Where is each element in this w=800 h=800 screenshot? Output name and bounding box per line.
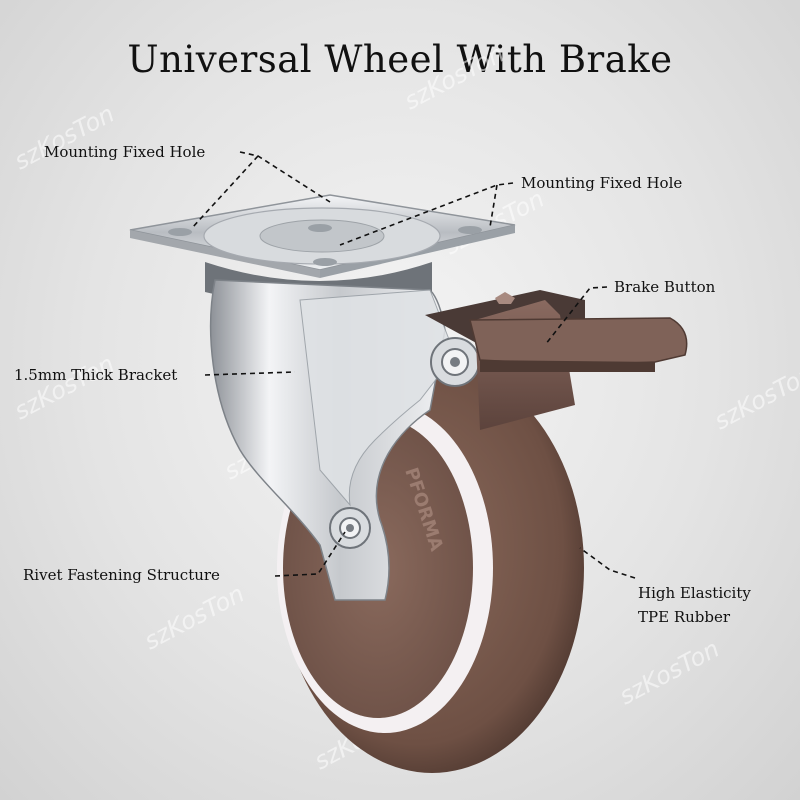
label-mounting-hole-left: Mounting Fixed Hole <box>44 143 206 161</box>
mounting-plate <box>129 194 516 278</box>
leader-line <box>204 371 296 376</box>
label-rubber-line1: High Elasticity <box>638 584 751 602</box>
watermark-text: szKosTon <box>140 580 249 656</box>
leader-lines <box>191 151 636 579</box>
label-brake-button: Brake Button <box>614 278 716 296</box>
bracket <box>209 279 480 601</box>
brake-button <box>469 317 688 366</box>
mounting-hole <box>458 226 482 234</box>
watermark-text: szKosTon <box>10 350 119 426</box>
label-bracket: 1.5mm Thick Bracket <box>14 366 178 384</box>
watermark-text: szKosTon <box>10 100 119 176</box>
watermark-text: szKosTon <box>710 360 800 436</box>
leader-line <box>274 531 346 577</box>
mounting-hole <box>168 228 192 236</box>
label-rivet: Rivet Fastening Structure <box>23 566 220 584</box>
label-rubber-line2: TPE Rubber <box>638 608 731 626</box>
leader-line <box>579 547 636 579</box>
leader-line <box>239 151 331 203</box>
leader-line <box>489 184 498 228</box>
leader-line <box>191 155 259 229</box>
watermark-text: szKosTon <box>615 635 724 711</box>
watermark-text: szKosTon <box>400 40 509 116</box>
leader-line <box>339 182 514 246</box>
leader-line <box>544 286 608 346</box>
mounting-hole <box>313 258 337 266</box>
label-mounting-hole-right: Mounting Fixed Hole <box>521 174 683 192</box>
brake-assembly <box>425 290 688 430</box>
page-title: Universal Wheel With Brake <box>127 38 673 81</box>
mounting-hole <box>308 224 332 232</box>
